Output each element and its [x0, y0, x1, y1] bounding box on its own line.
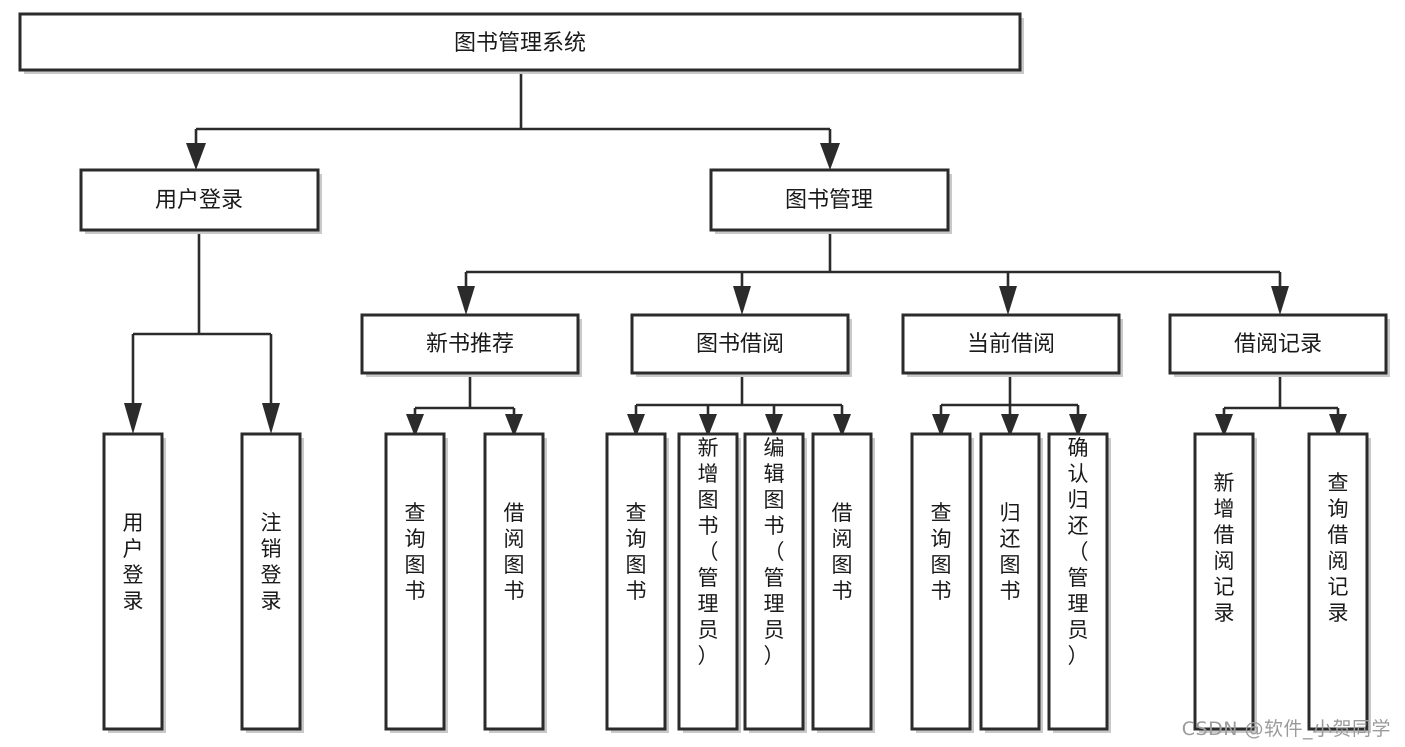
- node-leaf-borrow-lend-box[interactable]: [811, 432, 873, 731]
- node-leaf-borrow-query-label: 查询图书: [626, 501, 647, 603]
- node-borrow-record[interactable]: 借阅记录: [1168, 313, 1390, 377]
- arrow-newbook-query: [406, 414, 424, 437]
- node-new-book-recommend[interactable]: 新书推荐: [360, 313, 582, 377]
- node-leaf-record-add-box[interactable]: [1193, 432, 1255, 731]
- node-leaf-record-add[interactable]: 新增借阅记录: [1193, 432, 1257, 733]
- node-root-box[interactable]: [18, 12, 1022, 72]
- arrow-current-confirm: [1069, 414, 1087, 437]
- node-leaf-newbook-borrow-label: 借阅图书: [504, 501, 525, 603]
- node-user-login-box[interactable]: [79, 168, 320, 232]
- node-leaf-current-return-label: 归还图书: [1000, 501, 1021, 603]
- node-book-manage-label: 图书管理: [785, 188, 873, 213]
- arrow-borrow-edit: [765, 414, 783, 437]
- node-leaf-borrow-edit-box[interactable]: [743, 432, 805, 731]
- arrow-newbook-borrow: [505, 414, 523, 437]
- arrow-to-book-manage: [820, 143, 840, 170]
- node-leaf-borrow-add-box[interactable]: [677, 432, 739, 731]
- node-leaf-current-confirm-label: 确认归还（管理员）: [1068, 436, 1089, 668]
- node-leaf-borrow-lend-label: 借阅图书: [832, 501, 853, 603]
- node-current-borrow-label: 当前借阅: [967, 332, 1055, 357]
- node-leaf-newbook-query[interactable]: 查询图书: [384, 432, 448, 733]
- node-borrow-record-label: 借阅记录: [1234, 332, 1322, 357]
- node-leaf-borrow-edit-label: 编辑图书（管理员）: [764, 436, 785, 668]
- node-leaf-user-login-box[interactable]: [102, 432, 164, 731]
- node-leaf-newbook-query-box[interactable]: [384, 432, 446, 731]
- node-leaf-record-query[interactable]: 查询借阅记录: [1307, 432, 1371, 733]
- node-leaf-user-login[interactable]: 用户登录: [102, 432, 166, 733]
- node-borrow-record-box[interactable]: [1168, 313, 1388, 375]
- arrow-borrow-lend: [833, 414, 851, 437]
- csdn-watermark: CSDN @软件_小贺同学: [1181, 718, 1391, 740]
- node-current-borrow-box[interactable]: [901, 313, 1121, 375]
- arrow-borrow-add: [699, 414, 717, 437]
- arrow-borrow-query: [627, 414, 645, 437]
- node-leaf-current-query-label: 查询图书: [931, 501, 952, 603]
- arrow-leaf-logout: [262, 403, 280, 434]
- node-leaf-borrow-edit[interactable]: 编辑图书（管理员）: [743, 432, 807, 733]
- node-leaf-current-return-box[interactable]: [979, 432, 1041, 731]
- node-leaf-current-confirm-box[interactable]: [1047, 432, 1109, 731]
- node-leaf-user-login-label: 用户登录: [123, 511, 144, 613]
- node-leaf-borrow-lend[interactable]: 借阅图书: [811, 432, 875, 733]
- node-book-borrow[interactable]: 图书借阅: [630, 313, 852, 377]
- node-book-borrow-label: 图书借阅: [696, 332, 784, 357]
- arrow-current-query: [932, 414, 950, 437]
- node-current-borrow[interactable]: 当前借阅: [901, 313, 1123, 377]
- arrow-to-newbook: [457, 286, 475, 315]
- arrow-leaf-user-login: [124, 403, 142, 434]
- arrow-record-query: [1329, 414, 1347, 437]
- node-root[interactable]: 图书管理系统: [18, 12, 1024, 74]
- node-book-manage[interactable]: 图书管理: [709, 168, 952, 234]
- arrow-record-add: [1215, 414, 1233, 437]
- node-leaf-logout-box[interactable]: [240, 432, 302, 731]
- node-book-borrow-box[interactable]: [630, 313, 850, 375]
- arrow-current-return: [1001, 414, 1019, 437]
- node-new-book-recommend-label: 新书推荐: [426, 332, 514, 357]
- node-leaf-current-query-box[interactable]: [910, 432, 972, 731]
- arrow-to-user-login: [186, 143, 206, 170]
- node-leaf-logout[interactable]: 注销登录: [240, 432, 304, 733]
- node-leaf-newbook-borrow-box[interactable]: [483, 432, 545, 731]
- node-leaf-current-return[interactable]: 归还图书: [979, 432, 1043, 733]
- node-leaf-record-query-label: 查询借阅记录: [1328, 471, 1349, 625]
- node-leaf-borrow-query[interactable]: 查询图书: [605, 432, 669, 733]
- node-leaf-current-query[interactable]: 查询图书: [910, 432, 974, 733]
- node-leaf-newbook-query-label: 查询图书: [405, 501, 426, 603]
- node-leaf-borrow-add[interactable]: 新增图书（管理员）: [677, 432, 741, 733]
- node-leaf-record-query-box[interactable]: [1307, 432, 1369, 731]
- node-user-login-label: 用户登录: [155, 188, 243, 213]
- node-leaf-current-confirm[interactable]: 确认归还（管理员）: [1047, 432, 1111, 733]
- connector-layer: [124, 74, 1347, 437]
- node-leaf-borrow-query-box[interactable]: [605, 432, 667, 731]
- node-root-label: 图书管理系统: [454, 31, 586, 56]
- arrow-to-current: [999, 286, 1017, 315]
- node-book-manage-box[interactable]: [709, 168, 950, 232]
- node-leaf-record-add-label: 新增借阅记录: [1214, 471, 1235, 625]
- node-new-book-recommend-box[interactable]: [360, 313, 580, 375]
- arrow-to-borrow: [733, 286, 751, 315]
- arrow-to-record: [1271, 286, 1289, 315]
- node-user-login[interactable]: 用户登录: [79, 168, 322, 234]
- node-leaf-newbook-borrow[interactable]: 借阅图书: [483, 432, 547, 733]
- node-leaf-borrow-add-label: 新增图书（管理员）: [698, 436, 719, 668]
- node-leaf-logout-label: 注销登录: [261, 511, 282, 613]
